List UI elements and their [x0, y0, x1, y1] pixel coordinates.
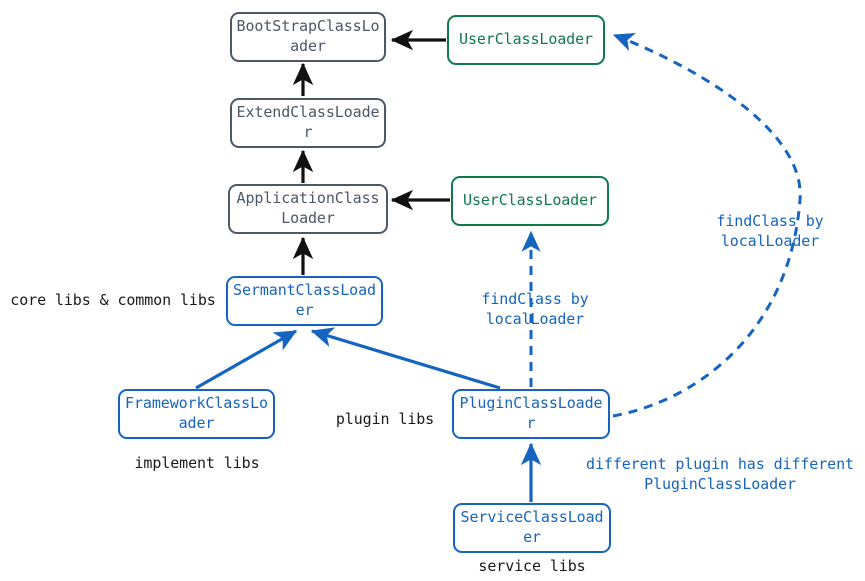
edge-plugin-to-usertop [612, 33, 802, 418]
node-bootstrap-classloader[interactable]: BootStrapClassLoader [230, 12, 386, 62]
node-label: ServiceClassLoader [460, 508, 604, 546]
node-user-classloader-top[interactable]: UserClassLoader [447, 15, 605, 65]
node-plugin-classloader[interactable]: PluginClassLoader [452, 389, 610, 439]
caption-service-libs: service libs [478, 557, 586, 575]
node-label: ApplicationClassLoader [236, 189, 380, 227]
node-label: FrameworkClassLoader [125, 394, 268, 432]
node-label: PluginClassLoader [459, 394, 603, 432]
node-label: UserClassLoader [463, 191, 597, 210]
edge-framework-to-sermant [195, 329, 298, 390]
node-label: SermantClassLoader [233, 281, 376, 319]
node-label: UserClassLoader [459, 30, 593, 49]
node-framework-classloader[interactable]: FrameworkClassLoader [118, 389, 275, 439]
node-user-classloader-mid[interactable]: UserClassLoader [451, 176, 609, 226]
caption-plugin-libs: plugin libs [335, 410, 435, 428]
edge-plugin-to-sermant [310, 327, 501, 390]
node-label: BootStrapClassLoader [236, 17, 380, 55]
node-sermant-classloader[interactable]: SermantClassLoader [226, 276, 383, 326]
node-application-classloader[interactable]: ApplicationClassLoader [228, 184, 388, 234]
caption-findclass-localloader-mid: findClass by localLoader [481, 290, 589, 328]
node-label: ExtendClassLoader [236, 103, 380, 141]
node-extend-classloader[interactable]: ExtendClassLoader [230, 98, 386, 148]
caption-plugin-note: different plugin has different PluginCla… [586, 455, 854, 493]
node-service-classloader[interactable]: ServiceClassLoader [453, 503, 611, 553]
caption-core-libs: core libs & common libs [10, 291, 216, 309]
caption-findclass-localloader-right: findClass by localLoader [716, 212, 824, 250]
caption-implement-libs: implement libs [134, 454, 260, 472]
